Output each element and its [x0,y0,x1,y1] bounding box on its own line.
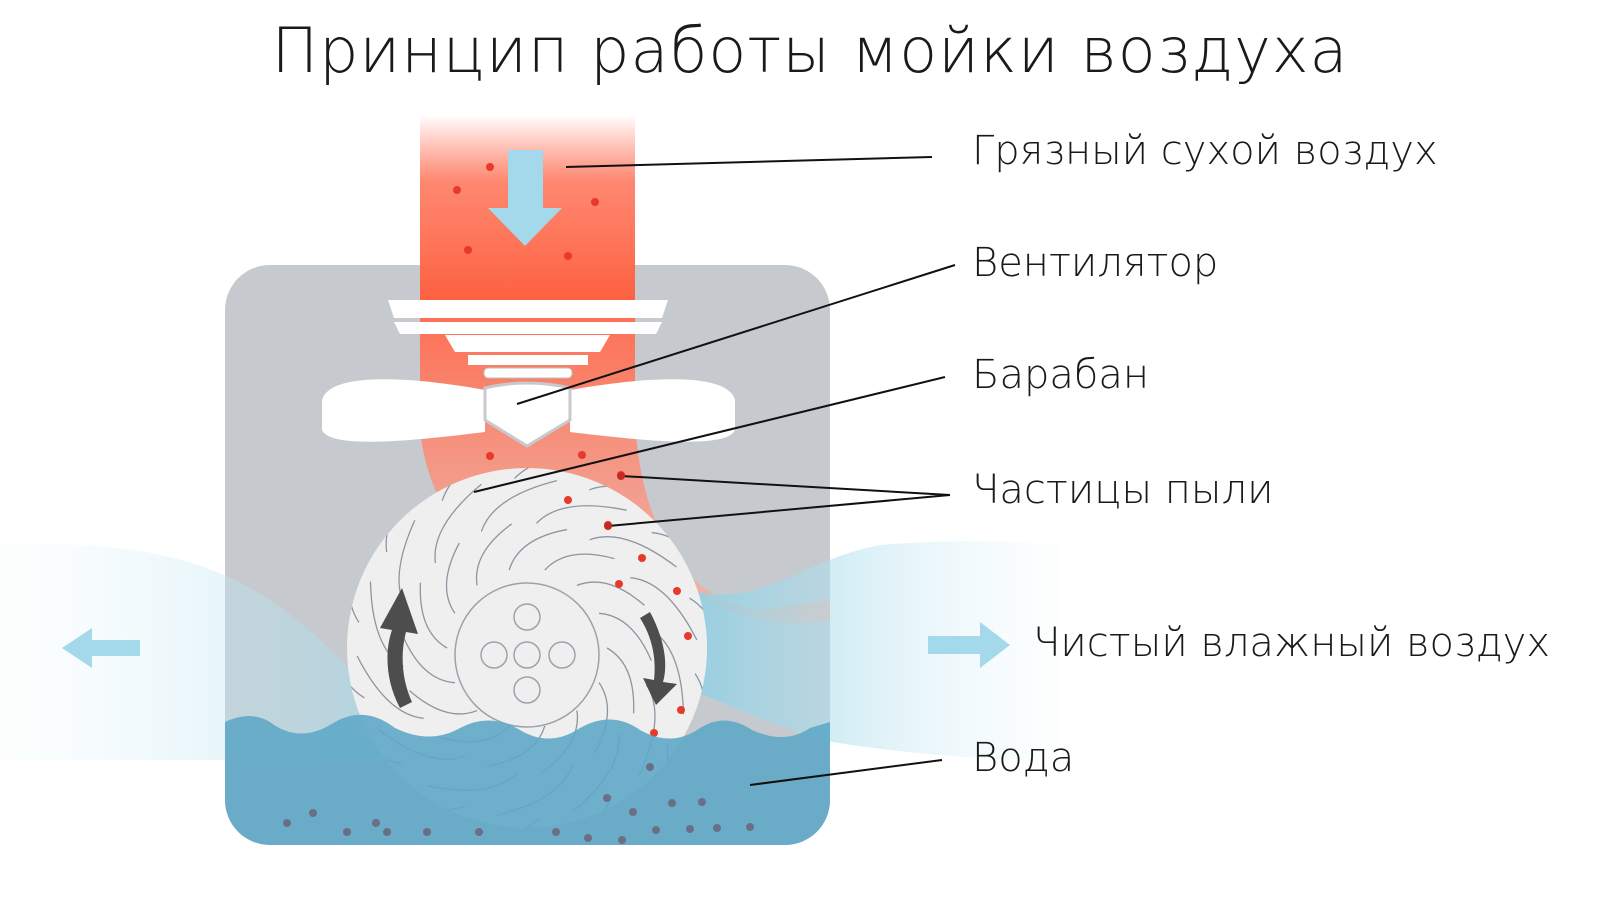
rotate-up-arrow-icon [380,588,418,708]
drum-swirl [434,483,482,563]
label-fan: Вентилятор [972,240,1219,286]
down-arrow-icon [488,150,562,246]
drum-swirl [356,655,424,719]
right-arrow-icon [928,622,1010,668]
drum-swirl [589,536,677,568]
drum-swirl [402,635,455,684]
drum-swirl [445,542,460,614]
left-arrow-icon [62,628,140,668]
drum-swirl [514,468,626,479]
drum-swirl [599,612,652,661]
label-drum: Барабан [972,352,1149,398]
drum-swirl [480,480,558,532]
label-clean-air: Чистый влажный воздух [1033,620,1551,666]
drum-swirl [606,647,635,714]
drum-swirl [419,582,448,649]
drum-swirl [630,577,698,641]
drum-swirl [409,690,478,715]
diagram-title: Принцип работы мойки воздуха [271,14,1349,87]
leader-lines [473,156,956,786]
dust-particles-top [453,163,599,260]
drum-swirl [508,528,568,571]
drum-swirl [347,594,365,699]
label-dust: Частицы пыли [972,467,1274,513]
dirty-air-flow [420,300,830,624]
label-water: Вода [972,735,1075,781]
water [225,714,830,845]
drum-swirl [535,505,627,524]
drum-swirl [441,468,534,501]
sediment-particles [283,763,754,844]
fan-icon [322,300,735,448]
label-dirty-air: Грязный сухой воздух [972,128,1438,174]
drum-swirl [576,581,645,606]
drum-swirl [689,597,707,702]
drum-swirl [475,523,513,586]
clean-air-right [690,541,1060,760]
rotate-down-arrow-icon [640,612,677,705]
drum-swirl [544,553,615,571]
